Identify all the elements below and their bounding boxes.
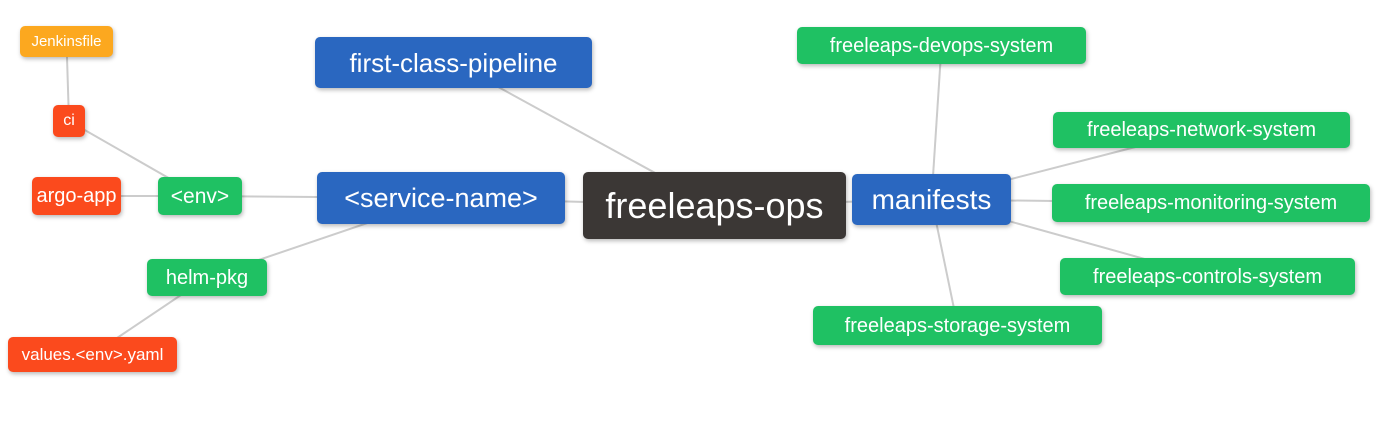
node-values-env-yaml[interactable]: values.<env>.yaml xyxy=(8,337,177,372)
node-network-system[interactable]: freeleaps-network-system xyxy=(1053,112,1350,148)
node-helm-pkg[interactable]: helm-pkg xyxy=(147,259,267,296)
node-controls-system[interactable]: freeleaps-controls-system xyxy=(1060,258,1355,295)
node-env[interactable]: <env> xyxy=(158,177,242,215)
node-storage-system[interactable]: freeleaps-storage-system xyxy=(813,306,1102,345)
node-devops-system[interactable]: freeleaps-devops-system xyxy=(797,27,1086,64)
node-freeleaps-ops[interactable]: freeleaps-ops xyxy=(583,172,846,239)
edge-manifests-to-devops-system xyxy=(930,45,943,200)
node-first-class-pipeline[interactable]: first-class-pipeline xyxy=(315,37,592,88)
node-jenkinsfile[interactable]: Jenkinsfile xyxy=(20,26,113,57)
node-service-name[interactable]: <service-name> xyxy=(317,172,565,224)
node-monitoring-system[interactable]: freeleaps-monitoring-system xyxy=(1052,184,1370,222)
node-manifests[interactable]: manifests xyxy=(852,174,1011,225)
node-ci[interactable]: ci xyxy=(53,105,85,137)
node-argo-app[interactable]: argo-app xyxy=(32,177,121,215)
